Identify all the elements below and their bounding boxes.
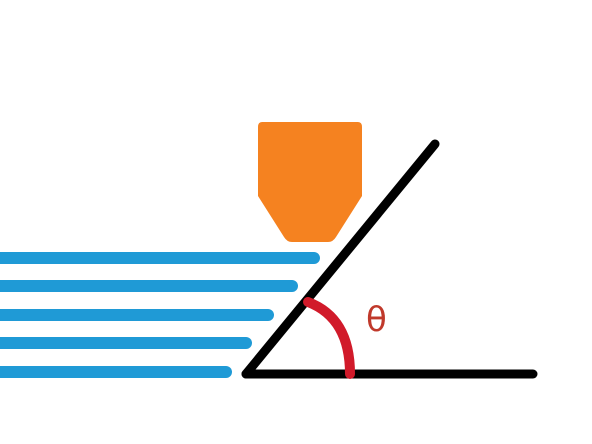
overhang-angle-line [241,139,440,379]
angle-arc [303,297,355,379]
print-nozzle-icon [258,122,362,242]
printed-layers [0,252,320,378]
angle-label: θ [366,300,387,340]
